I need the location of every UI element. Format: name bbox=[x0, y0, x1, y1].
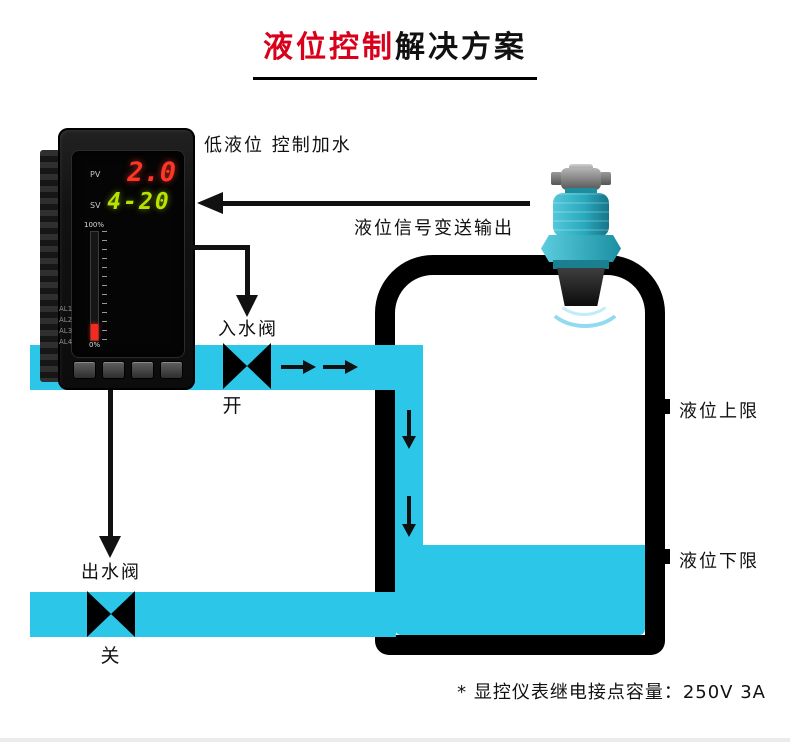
ultrasonic-level-sensor bbox=[538, 164, 627, 328]
tank-water-level bbox=[395, 545, 645, 635]
flow-arrowhead-right-icon bbox=[303, 360, 316, 374]
page-title-text: 液位控制解决方案 bbox=[253, 22, 537, 80]
bargraph-track bbox=[90, 231, 99, 341]
relay-capacity-note: * 显控仪表继电接点容量：250V 3A bbox=[457, 682, 766, 703]
flow-arrow-right-icon bbox=[323, 365, 345, 369]
alarm-labels: AL1 AL2 AL3 AL4 bbox=[59, 305, 72, 347]
signal-arrowhead-left-icon bbox=[197, 192, 223, 214]
panel-button bbox=[160, 361, 183, 379]
outlet-pipe bbox=[30, 592, 396, 637]
lower-limit-marker bbox=[655, 549, 670, 564]
sensor-cap-bolt bbox=[600, 172, 611, 185]
alarm-label: AL4 bbox=[59, 338, 73, 346]
inlet-control-line-h bbox=[193, 245, 250, 250]
ultrasonic-wave-icon bbox=[554, 272, 614, 316]
controller-buttons bbox=[73, 361, 183, 379]
controller-heatsink bbox=[40, 150, 60, 382]
panel-button bbox=[102, 361, 125, 379]
outlet-valve-icon bbox=[87, 591, 135, 637]
flow-arrow-right-icon bbox=[281, 365, 303, 369]
signal-arrow-line bbox=[221, 201, 530, 206]
bargraph-scale-top: 100% bbox=[84, 221, 105, 229]
upper-limit-label: 液位上限 bbox=[679, 401, 759, 422]
inlet-arrowhead-down-icon bbox=[236, 295, 258, 317]
page-title: 液位控制解决方案 bbox=[0, 22, 790, 80]
flow-arrow-down-icon bbox=[407, 496, 411, 524]
valve-left-triangle bbox=[87, 591, 111, 637]
valve-left-triangle bbox=[223, 343, 247, 389]
inlet-valve-icon bbox=[223, 343, 271, 389]
alarm-label: AL2 bbox=[59, 316, 73, 324]
panel-button bbox=[73, 361, 96, 379]
low-level-annotation: 低液位 控制加水 bbox=[204, 135, 352, 156]
flow-arrowhead-down-icon bbox=[402, 524, 416, 537]
sv-label: SV bbox=[90, 201, 101, 210]
flow-arrowhead-right-icon bbox=[345, 360, 358, 374]
inlet-valve-state: 开 bbox=[222, 395, 244, 417]
panel-button bbox=[131, 361, 154, 379]
title-rest: 解决方案 bbox=[395, 30, 527, 65]
lower-limit-label: 液位下限 bbox=[679, 551, 759, 572]
bargraph-scale-bottom: 0% bbox=[89, 341, 101, 349]
sensor-cap bbox=[561, 168, 601, 190]
sensor-mounting-nut bbox=[541, 235, 621, 262]
outlet-valve-state: 关 bbox=[100, 645, 122, 667]
page-bottom-divider bbox=[0, 738, 790, 742]
alarm-label: AL1 bbox=[59, 305, 73, 313]
pv-label: PV bbox=[90, 170, 101, 179]
sensor-body-ridges bbox=[553, 193, 609, 237]
sensor-cap-bolt bbox=[551, 172, 562, 185]
signal-output-label: 液位信号变送输出 bbox=[354, 218, 514, 239]
sensor-collar bbox=[553, 260, 609, 269]
inlet-control-line-v bbox=[245, 245, 250, 297]
outlet-control-line-v bbox=[108, 390, 113, 538]
bargraph-fill bbox=[91, 324, 98, 340]
ultrasonic-wave-icon bbox=[543, 266, 627, 328]
flow-arrowhead-down-icon bbox=[402, 436, 416, 449]
upper-limit-marker bbox=[655, 399, 670, 414]
valve-right-triangle bbox=[247, 343, 271, 389]
outlet-arrowhead-down-icon bbox=[99, 536, 121, 558]
title-accent: 液位控制 bbox=[263, 30, 395, 65]
alarm-label: AL3 bbox=[59, 327, 73, 335]
sensor-neck bbox=[565, 188, 597, 195]
sensor-body bbox=[553, 193, 609, 237]
flow-arrow-down-icon bbox=[407, 410, 411, 436]
pv-value: 2.0 bbox=[127, 157, 176, 188]
bargraph-ticks bbox=[102, 231, 107, 341]
sv-value: 4-20 bbox=[107, 189, 171, 215]
valve-right-triangle bbox=[111, 591, 135, 637]
inlet-valve-label: 入水阀 bbox=[218, 319, 278, 340]
outlet-valve-label: 出水阀 bbox=[81, 562, 141, 583]
